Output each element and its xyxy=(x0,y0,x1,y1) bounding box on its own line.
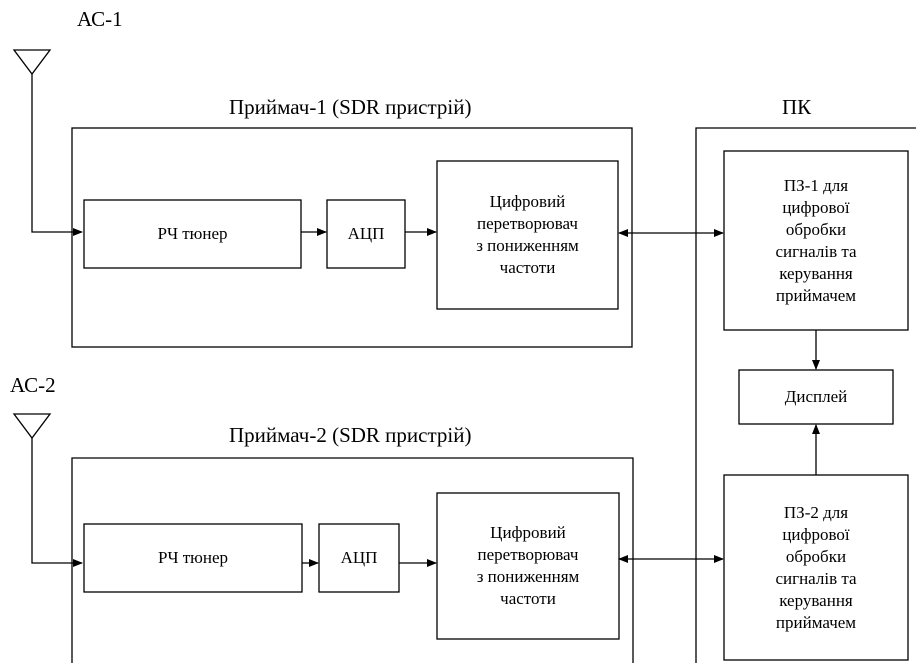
receiver-2-rf-tuner-box xyxy=(83,523,303,593)
antenna-1-icon xyxy=(12,49,52,76)
antenna-2-label: АС-2 xyxy=(10,373,56,397)
antenna-1-feed xyxy=(31,74,83,236)
receiver-1-title: Приймач-1 (SDR пристрій) xyxy=(229,95,472,119)
receiver-2-ddc-box xyxy=(436,492,620,640)
receiver-2-ddc-label: Цифровий перетворювач з пониженням часто… xyxy=(476,523,580,608)
pc-display-label: Дисплей xyxy=(784,387,848,406)
receiver-2-title: Приймач-2 (SDR пристрій) xyxy=(229,423,472,447)
receiver-1-adc-box xyxy=(326,199,406,269)
receiver-2-adc-label: АЦП xyxy=(340,548,378,567)
antenna-2-feed xyxy=(31,438,83,567)
pc-sw2-label: ПЗ-2 для цифрової обробки сигналів та ке… xyxy=(775,502,857,632)
pc-title: ПК xyxy=(782,95,812,119)
receiver-2-adc-box xyxy=(318,523,400,593)
pc-sw1-label: ПЗ-1 для цифрової обробки сигналів та ке… xyxy=(775,175,857,305)
antenna-2-icon xyxy=(12,413,52,440)
receiver-1-rf-tuner-label: РЧ тюнер xyxy=(157,224,228,243)
receiver-1-frame xyxy=(71,127,633,348)
receiver-2-rf-tuner-label: РЧ тюнер xyxy=(157,548,229,567)
antenna-1-label: АС-1 xyxy=(77,7,123,31)
receiver-1-ddc-label: Цифровий перетворювач з пониженням часто… xyxy=(476,192,579,277)
pc-frame xyxy=(695,127,916,663)
receiver-1-rf-tuner-box xyxy=(83,199,302,269)
receiver-2-frame xyxy=(71,457,634,663)
receiver-1-adc-label: АЦП xyxy=(347,224,385,243)
